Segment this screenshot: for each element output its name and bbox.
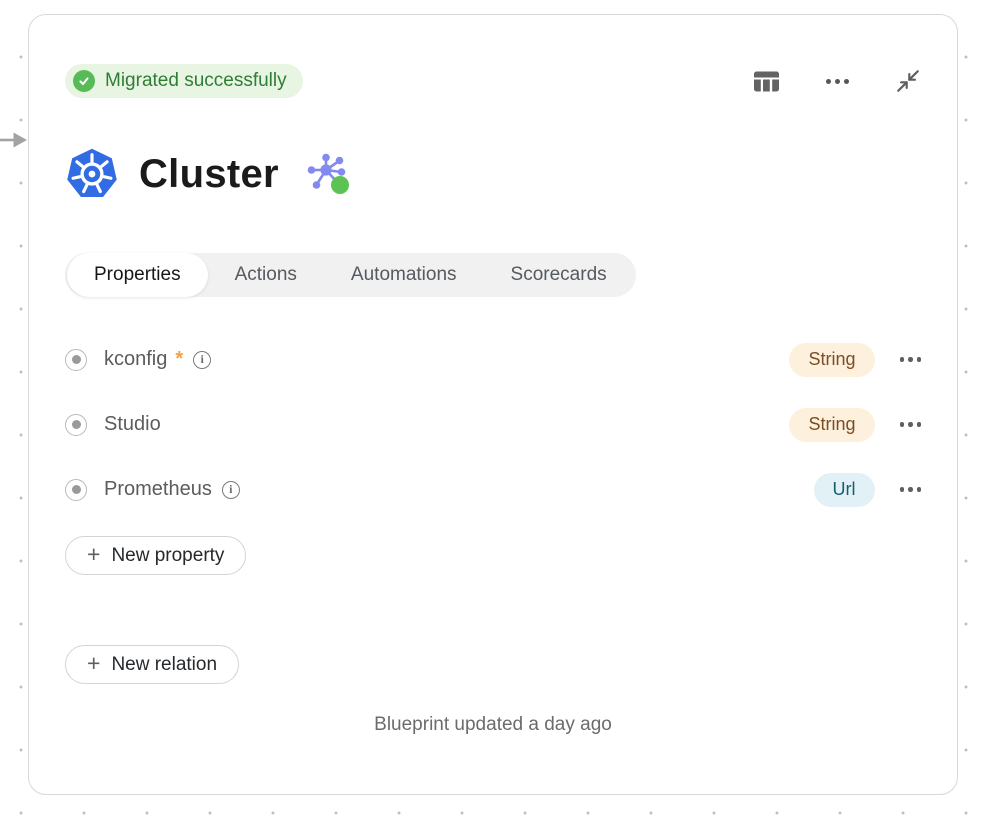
card-header: Cluster bbox=[65, 147, 921, 201]
collapse-icon bbox=[897, 70, 919, 92]
new-property-button[interactable]: + New property bbox=[65, 536, 247, 575]
collapse-button[interactable] bbox=[895, 67, 921, 95]
info-icon[interactable]: i bbox=[193, 350, 212, 369]
property-more-button[interactable] bbox=[899, 476, 921, 504]
property-row-kconfig: kconfig * i String bbox=[65, 327, 921, 392]
check-circle-icon bbox=[73, 70, 95, 92]
property-more-button[interactable] bbox=[899, 411, 921, 439]
blueprint-card: Migrated successfully bbox=[28, 14, 958, 795]
blueprint-updated-text: Blueprint updated a day ago bbox=[374, 714, 612, 735]
property-type-indicator-icon bbox=[65, 348, 87, 371]
tab-properties[interactable]: Properties bbox=[67, 253, 208, 297]
property-name: Studio bbox=[104, 413, 161, 435]
status-badge: Migrated successfully bbox=[65, 64, 303, 98]
property-type-badge: String bbox=[789, 342, 875, 377]
tab-actions[interactable]: Actions bbox=[208, 253, 324, 297]
edge-connector-arrow bbox=[0, 132, 27, 148]
plus-icon: + bbox=[87, 541, 101, 567]
more-options-icon bbox=[899, 357, 921, 362]
info-icon[interactable]: i bbox=[221, 480, 240, 499]
card-toolbar bbox=[753, 67, 921, 95]
table-columns-icon bbox=[754, 71, 779, 91]
new-property-label: New property bbox=[111, 544, 225, 566]
tab-automations[interactable]: Automations bbox=[324, 253, 484, 297]
more-options-icon bbox=[899, 487, 921, 492]
tab-scorecards[interactable]: Scorecards bbox=[484, 253, 634, 297]
required-asterisk: * bbox=[175, 348, 184, 370]
kubernetes-icon bbox=[67, 148, 117, 197]
status-badge-label: Migrated successfully bbox=[105, 70, 287, 91]
property-type-indicator-icon bbox=[65, 478, 87, 501]
tab-bar: Properties Actions Automations Scorecard… bbox=[65, 253, 636, 297]
more-options-button[interactable] bbox=[826, 67, 849, 95]
property-row-studio: Studio String bbox=[65, 392, 921, 457]
blueprint-graph-icon bbox=[307, 153, 349, 194]
card-top-row: Migrated successfully bbox=[65, 64, 921, 98]
new-relation-button[interactable]: + New relation bbox=[65, 645, 240, 684]
properties-list: kconfig * i String Studio String Prometh… bbox=[65, 327, 921, 522]
plus-icon: + bbox=[87, 650, 101, 676]
new-relation-label: New relation bbox=[111, 653, 218, 675]
property-name: kconfig bbox=[104, 348, 168, 370]
property-name: Prometheus bbox=[104, 478, 212, 500]
blueprint-title: Cluster bbox=[139, 151, 279, 196]
property-type-indicator-icon bbox=[65, 413, 87, 436]
table-view-button[interactable] bbox=[753, 67, 780, 95]
more-options-icon bbox=[826, 78, 849, 84]
more-options-icon bbox=[899, 422, 921, 427]
property-type-badge: String bbox=[789, 407, 875, 442]
property-type-badge: Url bbox=[813, 472, 875, 507]
property-row-prometheus: Prometheus i Url bbox=[65, 457, 921, 522]
property-more-button[interactable] bbox=[899, 346, 921, 374]
